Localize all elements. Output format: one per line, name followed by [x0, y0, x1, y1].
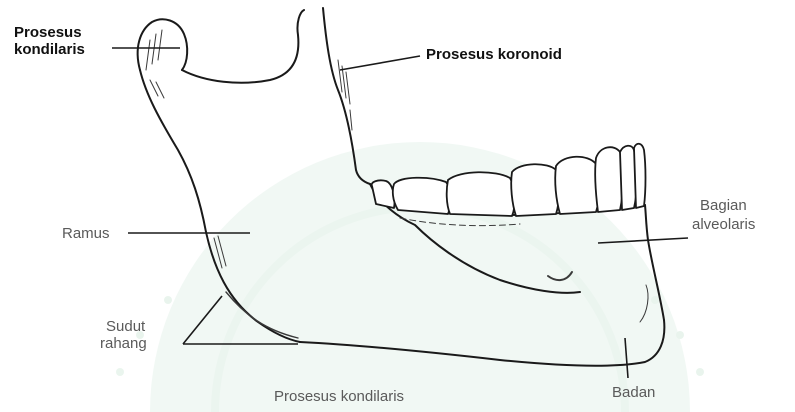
- label-badan: Badan: [612, 384, 655, 401]
- leader-koronoid: [340, 56, 420, 70]
- label-bagian-alveolaris-line1: Bagian: [692, 197, 755, 214]
- tooth-incisor-1: [634, 144, 646, 208]
- tooth-premolar-1: [555, 157, 599, 214]
- label-ramus: Ramus: [62, 225, 110, 242]
- label-bagian-alveolaris: Bagian alveolaris: [692, 197, 755, 233]
- label-sudut-rahang-line2: rahang: [100, 335, 147, 352]
- label-sudut-rahang: Sudut rahang: [100, 318, 147, 352]
- tooth-canine: [595, 147, 623, 212]
- tooth-premolar-2: [511, 164, 559, 216]
- label-prosesus-kondilaris-bottom: Prosesus kondilaris: [274, 388, 404, 405]
- sigmoid-notch: [182, 10, 304, 83]
- label-bagian-alveolaris-line2: alveolaris: [692, 214, 755, 233]
- tooth-molar-2: [393, 178, 451, 214]
- tooth-molar-1: [447, 172, 515, 216]
- condyle-head: [138, 19, 188, 70]
- label-sudut-rahang-line1: Sudut: [100, 318, 147, 335]
- label-prosesus-kondilaris-top-line2: kondilaris: [14, 41, 85, 58]
- label-prosesus-kondilaris-top-line1: Prosesus: [14, 24, 85, 41]
- label-prosesus-kondilaris-top: Prosesus kondilaris: [14, 24, 85, 58]
- tooth-molar-3: [372, 180, 395, 208]
- label-prosesus-koronoid: Prosesus koronoid: [426, 46, 562, 63]
